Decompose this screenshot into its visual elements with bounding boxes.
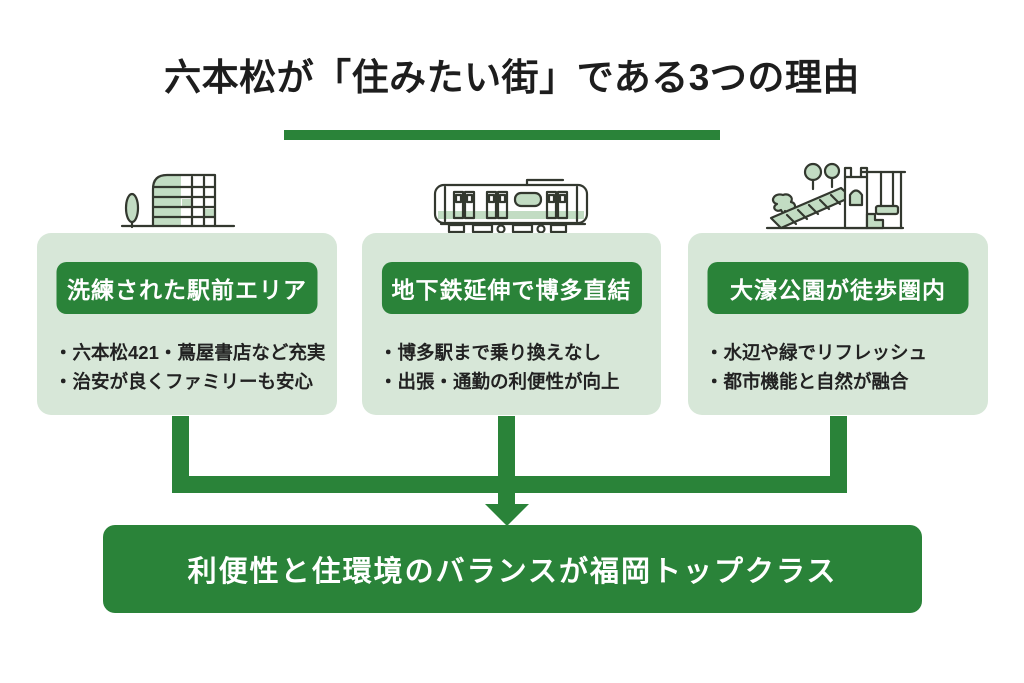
reason-card-subway: 地下鉄延伸で博多直結 ・博多駅まで乗り換えなし ・出張・通勤の利便性が向上 xyxy=(362,233,661,415)
title-underline xyxy=(284,130,720,140)
playground-icon xyxy=(761,159,909,232)
connector-horizontal-bar xyxy=(172,476,847,493)
connector-left-line xyxy=(172,416,189,477)
reason-heading-badge: 洗練された駅前エリア xyxy=(56,262,318,314)
reason-points: ・六本松421・蔦屋書店など充実 ・治安が良くファミリーも安心 xyxy=(54,338,333,396)
conclusion-banner: 利便性と住環境のバランスが福岡トップクラス xyxy=(103,525,922,613)
point-line: ・都市機能と自然が融合 xyxy=(705,371,909,392)
building-icon xyxy=(118,161,238,232)
reason-card-park: 大濠公園が徒歩圏内 ・水辺や緑でリフレッシュ ・都市機能と自然が融合 xyxy=(688,233,988,415)
reason-points: ・博多駅まで乗り換えなし ・出張・通勤の利便性が向上 xyxy=(379,338,657,396)
point-line: ・出張・通勤の利便性が向上 xyxy=(379,371,620,392)
train-icon xyxy=(427,176,601,238)
point-line: ・博多駅まで乗り換えなし xyxy=(379,342,602,363)
page-title: 六本松が「住みたい街」である3つの理由 xyxy=(164,57,860,98)
point-line: ・六本松421・蔦屋書店など充実 xyxy=(54,342,326,363)
point-line: ・治安が良くファミリーも安心 xyxy=(54,371,314,392)
reason-card-station-area: 洗練された駅前エリア ・六本松421・蔦屋書店など充実 ・治安が良くファミリーも… xyxy=(37,233,337,415)
reason-heading-badge: 地下鉄延伸で博多直結 xyxy=(381,262,642,314)
reason-points: ・水辺や緑でリフレッシュ ・都市機能と自然が融合 xyxy=(705,338,984,396)
connector-right-line xyxy=(830,416,847,477)
reason-heading-badge: 大濠公園が徒歩圏内 xyxy=(707,262,969,314)
point-line: ・水辺や緑でリフレッシュ xyxy=(705,342,928,363)
down-arrow-icon xyxy=(485,504,529,526)
